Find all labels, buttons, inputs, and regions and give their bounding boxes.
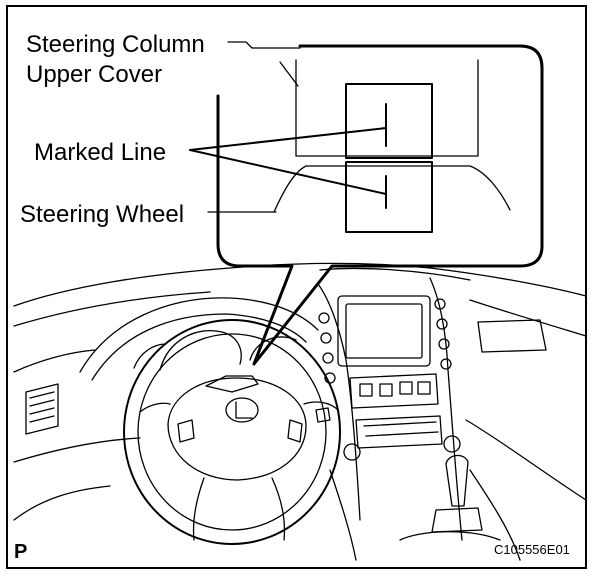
steering-column-label-line2: Upper Cover [26,61,162,88]
corner-mark-p: P [14,541,27,563]
marked-line-box-lower [345,161,433,233]
steering-wheel-label: Steering Wheel [20,201,184,228]
callout-bubble [216,44,544,366]
figure-code: C105556E01 [494,542,570,557]
lexus-logo-icon [225,397,259,423]
marked-line-box-upper [345,83,433,159]
steering-column-label-line1: Steering Column [26,31,205,58]
marked-line-label: Marked Line [34,139,166,166]
leader-lines [189,41,387,213]
callout-outline [216,44,544,366]
